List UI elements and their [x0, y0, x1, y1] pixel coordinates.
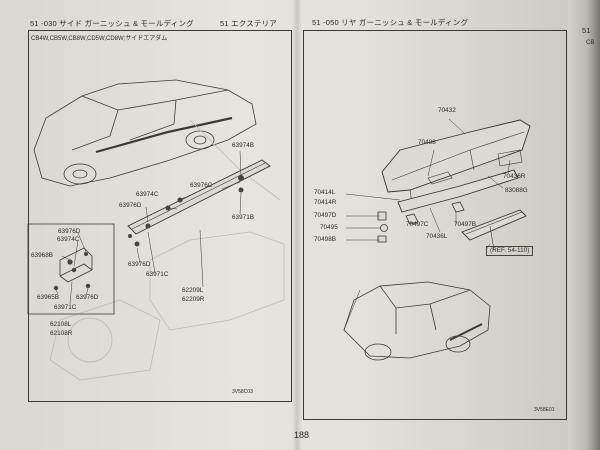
reference-box: (REF. 54-110) — [486, 246, 534, 257]
label-63971C-b: 63971C — [54, 304, 77, 311]
label-70497C: 70497C — [406, 221, 429, 228]
label-63976D-a: 63976D — [119, 202, 142, 209]
label-70432: 70432 — [438, 107, 456, 114]
reference-text: REF. 54-110 — [492, 247, 528, 254]
label-63968B: 63968B — [31, 252, 54, 259]
label-83088G: 83088G — [505, 187, 528, 194]
label-63976D-b: 63976D — [128, 261, 151, 268]
label-63974C: 63974C — [136, 191, 159, 198]
next-page-edge — [568, 0, 600, 450]
label-70414R: 70414R — [314, 199, 337, 206]
label-63965B: 63965B — [37, 294, 60, 301]
label-70414L: 70414L — [314, 189, 336, 196]
right-section-header: 51 -050 リヤ ガーニッシュ & モールディング — [312, 18, 469, 27]
label-63976D-d: 63976D — [76, 294, 99, 301]
left-model-note: CB4W,CB5W,CB8W,CD5W,CD8W;サイドエアダム — [31, 36, 168, 42]
label-70497D: 70497D — [314, 212, 337, 219]
label-70436R: 70436R — [503, 173, 526, 180]
right-diagram-panel — [303, 30, 567, 420]
label-62209R: 62209R — [182, 296, 205, 303]
page-number: 188 — [294, 430, 310, 440]
label-70436L: 70436L — [426, 233, 448, 240]
label-63976D-c: 63976D — [58, 228, 81, 235]
left-figure-code: 3V58C03 — [232, 389, 253, 395]
label-70488: 70488 — [418, 139, 436, 146]
far-right-model-note: CB — [586, 40, 595, 46]
label-63974B: 63974B — [232, 142, 255, 149]
left-diagram-panel — [28, 30, 292, 402]
label-70498B: 70498B — [314, 236, 337, 243]
label-70497B: 70497B — [454, 221, 477, 228]
left-section-header: 51 -030 サイド ガーニッシュ & モールディング — [30, 19, 194, 28]
center-section-header: 51 エクステリア — [220, 19, 278, 28]
book-spine — [292, 0, 302, 450]
label-62108L: 62108L — [50, 321, 72, 328]
label-63976C: 63976C — [190, 182, 213, 189]
label-62108R: 62108R — [50, 330, 73, 337]
label-62209L: 62209L — [182, 287, 204, 294]
label-63974C-b: 63974C — [57, 236, 80, 243]
right-figure-code: 3V58E01 — [534, 407, 555, 413]
label-63971C-a: 63971C — [146, 271, 169, 278]
label-70495: 70495 — [320, 224, 338, 231]
far-right-section-header: 51 — [582, 26, 591, 35]
label-63971B: 63971B — [232, 214, 255, 221]
